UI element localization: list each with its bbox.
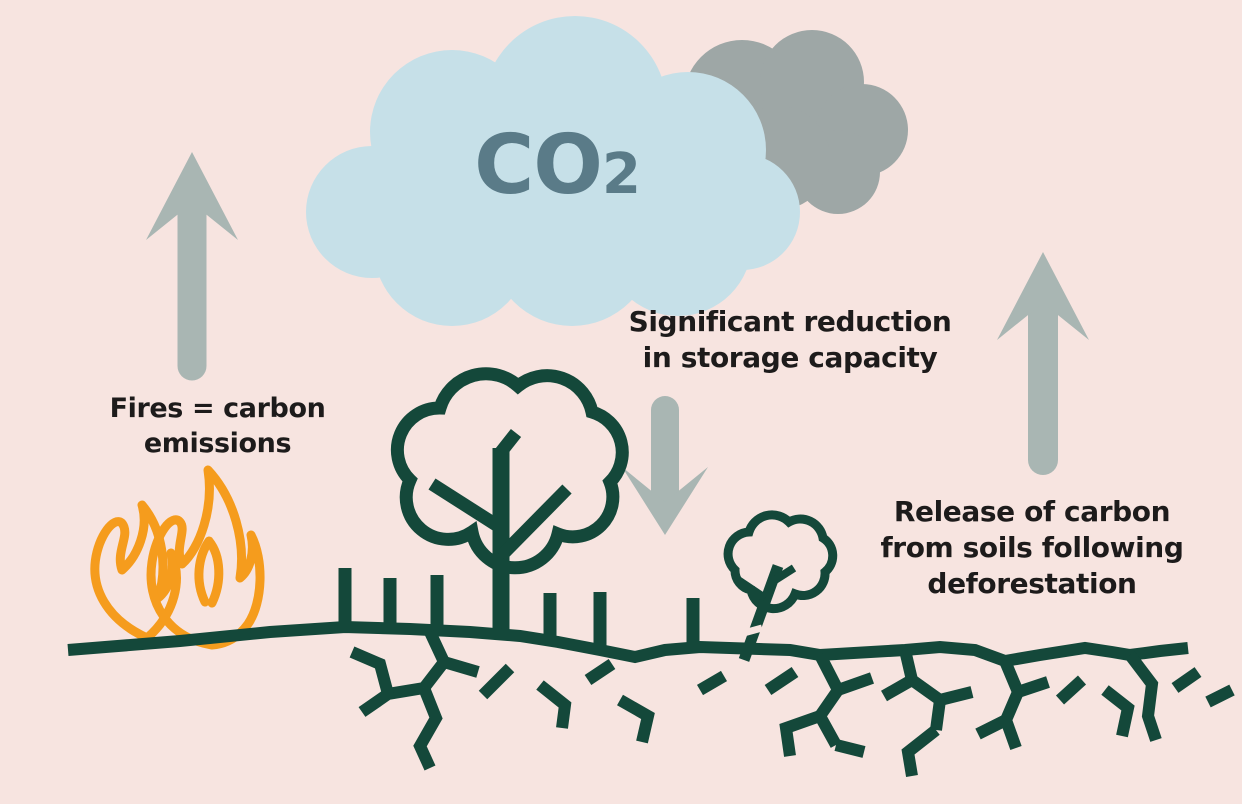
caption-soils-line-1: Release of carbon [893,495,1171,528]
co2-label-main: CO [474,118,603,213]
caption-fires-line-2: emissions [143,427,292,459]
caption-fires: Fires = carbon emissions [75,392,360,461]
big-flame-inner-line [194,536,224,608]
tree-stumps [338,568,700,650]
fires-up-arrow-icon [146,152,238,381]
caption-storage: Significant reduction in storage capacit… [610,304,970,376]
caption-soils: Release of carbon from soils following d… [857,494,1207,601]
soils-up-arrow-icon [997,252,1089,475]
caption-storage-line-1: Significant reduction [628,305,952,338]
trunk-cut-gap [739,624,763,638]
co2-label-sub: 2 [601,142,641,207]
co2-cloud-icon [306,16,800,326]
caption-soils-line-2: from soils following [880,530,1184,564]
big-flame-icon [146,465,265,650]
storage-down-arrow-icon [622,396,708,535]
caption-fires-line-1: Fires = carbon [109,393,326,424]
co2-label: CO2 [437,118,677,213]
roots-network [349,629,1235,777]
flame-icons [90,465,265,650]
tree-icon [390,367,629,638]
caption-soils-line-3: deforestation [927,566,1137,600]
caption-storage-line-2: in storage capacity [642,340,938,374]
ground-line [67,620,1189,668]
small-flame-icon [90,500,181,643]
sapling-icon [723,510,838,662]
